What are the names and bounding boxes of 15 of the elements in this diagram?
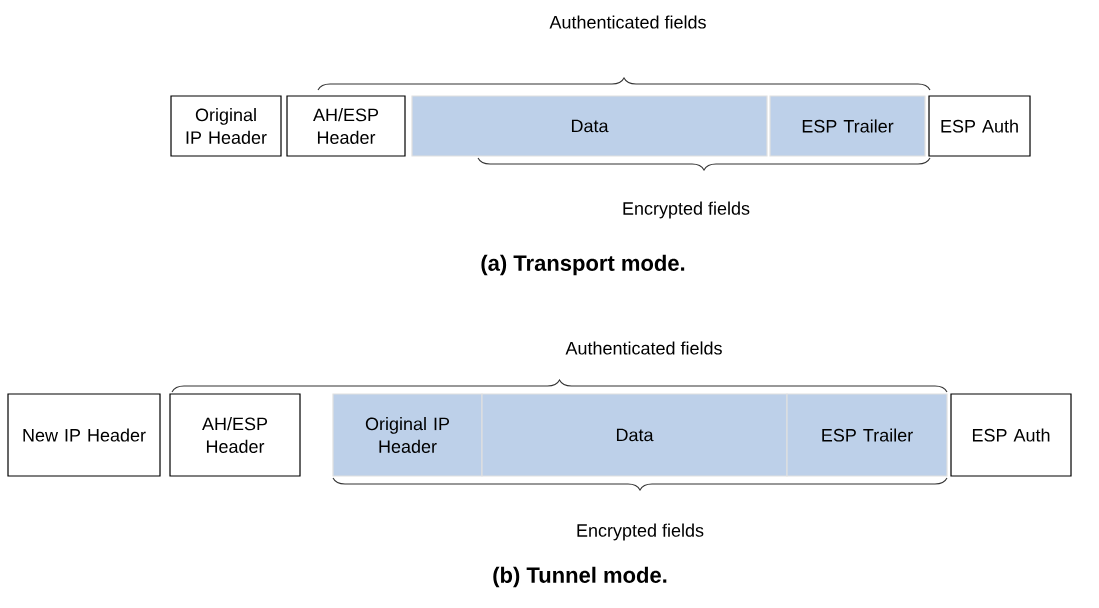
- encrypted-field-box: ESP Trailer: [786, 393, 948, 477]
- brace-label: Encrypted fields: [623, 201, 750, 219]
- encrypted-field-box: Original IP Header: [332, 393, 483, 477]
- brace-label: Authenticated fields: [565, 341, 722, 355]
- header-field-box: ESP Auth: [950, 393, 1072, 477]
- header-field-box: AH/ESP Header: [169, 393, 301, 477]
- header-field-box: New IP Header: [7, 393, 161, 477]
- header-field-box: AH/ESP Header: [286, 95, 406, 157]
- encrypted-field-box: ESP Trailer: [769, 95, 926, 157]
- header-field-box: Original IP Header: [170, 95, 282, 157]
- header-field-box: ESP Auth: [928, 95, 1031, 157]
- brace-label: Encrypted fields: [577, 523, 704, 541]
- brace-label: Authenticated fields: [549, 15, 706, 29]
- caption: (b) Tunnel mode.: [493, 566, 667, 588]
- caption: (a) Transport mode.: [481, 254, 685, 276]
